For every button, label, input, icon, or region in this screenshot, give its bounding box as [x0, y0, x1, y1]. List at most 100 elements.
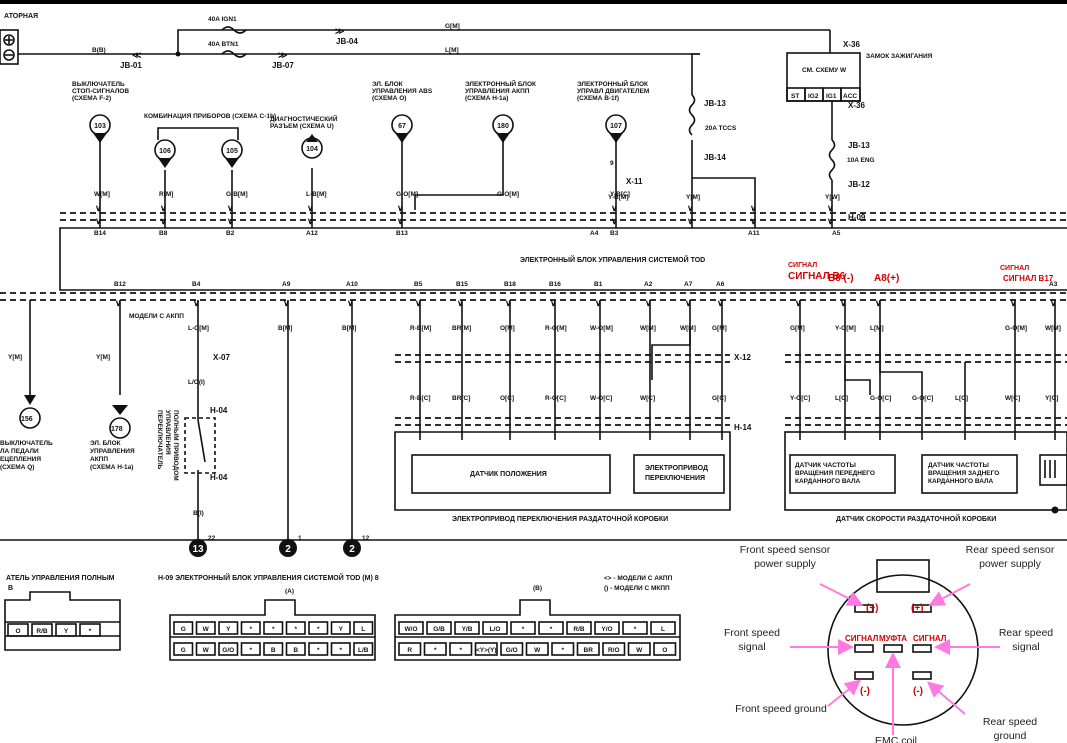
connector-cell	[353, 642, 374, 656]
device-label: УПРАВЛЕНИЯ ABS	[372, 88, 433, 95]
jb07-label: JB-07	[272, 61, 294, 70]
wire-label-c: G-O[C]	[870, 395, 891, 402]
dev178-label: ЭЛ. БЛОК	[90, 440, 121, 447]
signal-b17: СИГНАЛ B17	[1003, 274, 1054, 283]
wire-label: G[M]	[790, 325, 805, 332]
connector-chevron: ∨	[687, 216, 694, 226]
device-107: 107	[605, 114, 627, 143]
connector-chevron: ∨	[840, 298, 847, 308]
pin-plus-front: (+)	[866, 603, 879, 614]
ground-icon	[343, 539, 361, 557]
lower-pin: A10	[346, 281, 358, 288]
connector-cell	[594, 621, 620, 635]
x12-label: X-12	[734, 353, 751, 362]
ground-icon	[189, 539, 207, 557]
connector-pin-label: R/O	[608, 647, 620, 654]
connector-pin-label: G/O	[506, 647, 518, 654]
device-pin: B8	[159, 230, 168, 237]
device-num: 107	[610, 123, 622, 130]
connector-cell	[173, 642, 194, 656]
emc-coil-label: EMC coil	[875, 735, 917, 743]
device-num: 106	[159, 148, 171, 155]
connector-pin-label: L	[361, 626, 365, 633]
device-num: 103	[94, 123, 106, 130]
connector-pin-label: *	[522, 626, 525, 633]
pin-minus-rear: (-)	[913, 686, 923, 697]
wire-label-c: W[C]	[640, 395, 655, 402]
connector-cell	[195, 621, 216, 635]
jb13a-label: JB-13	[704, 99, 726, 108]
signal-b6: СИГНАЛ B6	[788, 271, 846, 282]
connector-chevron: ∨	[795, 298, 802, 308]
wire-label-c: G[C]	[712, 395, 726, 402]
x11-pin: 9	[610, 160, 614, 167]
signal-a8: A8(+)	[874, 273, 899, 284]
device-pin: B14	[94, 230, 106, 237]
connector-cell	[653, 642, 677, 656]
svg-text:178: 178	[111, 426, 123, 433]
connector-pin-label: B	[293, 647, 298, 654]
svg-text:ПОЛНЫМ ПРИВОДОМ: ПОЛНЫМ ПРИВОДОМ	[172, 410, 179, 481]
connector-pin-label: W	[636, 647, 643, 654]
connector-chevron: ∨	[611, 216, 618, 226]
svg-text:ST: ST	[791, 93, 799, 100]
svg-text:ПЕРЕКЛЮЧЕНИЯ: ПЕРЕКЛЮЧЕНИЯ	[645, 475, 705, 482]
device-num: 67	[398, 123, 406, 130]
battery-icon	[0, 29, 19, 65]
svg-text:СИГНАЛ: СИГНАЛ	[788, 262, 817, 269]
connector-switch	[4, 591, 121, 651]
device-wire: Y-B[C]	[610, 191, 630, 198]
svg-text:КАРДАННОГО ВАЛА: КАРДАННОГО ВАЛА	[928, 478, 994, 485]
connector-pin-label: *	[434, 647, 437, 654]
device-wire: G-O[M]	[396, 191, 418, 198]
connector-pin-label: *	[317, 626, 320, 633]
lower-pin: B15	[456, 281, 468, 288]
wire-lm: L[M]	[445, 47, 459, 54]
svg-text:СИГНАЛ: СИГНАЛ	[1000, 265, 1029, 272]
connector-cell	[426, 621, 452, 635]
ground-sup: 12	[362, 535, 370, 542]
connector-pin-label: L/O	[490, 626, 501, 633]
connector-pin-label: G	[181, 647, 186, 654]
connector-cell	[285, 642, 306, 656]
svg-text:ВРАЩЕНИЯ ЗАДНЕГО: ВРАЩЕНИЯ ЗАДНЕГО	[928, 470, 999, 477]
wire-label: R-B[M]	[410, 325, 431, 332]
connector-cell	[449, 642, 473, 656]
svg-text:(B): (B)	[533, 585, 542, 592]
front-ground-label: Front speed ground	[735, 703, 827, 715]
wire-ym-a4: Y[M]	[686, 194, 700, 201]
ignition-title: ЗАМОК ЗАЖИГАНИЯ	[866, 53, 933, 60]
lower-pin: B18	[504, 281, 516, 288]
connector-pin-label: G/B	[433, 626, 445, 633]
device-label: (СХЕМА B-1f)	[577, 95, 619, 102]
connector-pin-label: *	[550, 626, 553, 633]
device-label: УПРАВЛ ДВИГАТЕЛЕМ	[577, 88, 649, 95]
connector-cell	[31, 623, 53, 637]
connector-pin-label: *	[249, 647, 252, 654]
connector-chevron: ∨	[457, 298, 464, 308]
connector-cell	[285, 621, 306, 635]
position-sensor-box	[411, 454, 611, 494]
dev156-label: ВЫКЛЮЧАТЕЛЬ	[0, 440, 53, 447]
lower-pin: A9	[282, 281, 291, 288]
connector-pin-label: *	[249, 626, 252, 633]
x11-label: X-11	[626, 177, 643, 186]
connector-cell	[330, 621, 351, 635]
legend-akpp: <> - МОДЕЛИ С АКПП	[604, 575, 673, 582]
h04a-label: H-04	[210, 406, 228, 415]
connector-pin-label: B	[271, 647, 276, 654]
device-178	[109, 405, 131, 439]
connector-chevron: ∨	[550, 298, 557, 308]
wire-lo: L/O(I)	[188, 379, 205, 386]
group2-label: ДАТЧИК СКОРОСТИ РАЗДАТОЧНОЙ КОРОБКИ	[836, 514, 996, 523]
ignition-inner: СМ. СХЕМУ W	[802, 67, 847, 74]
connector-chevron: ∨	[595, 298, 602, 308]
connector-chevron: ∨	[875, 298, 882, 308]
connector-chevron: ∨	[717, 298, 724, 308]
svg-text:IG2: IG2	[808, 93, 819, 100]
connector-chevron: ∨	[827, 203, 834, 213]
connector-chevron: ∨	[827, 216, 834, 226]
pin-minus-front: (-)	[860, 686, 870, 697]
pinout-arrows	[790, 583, 1000, 735]
